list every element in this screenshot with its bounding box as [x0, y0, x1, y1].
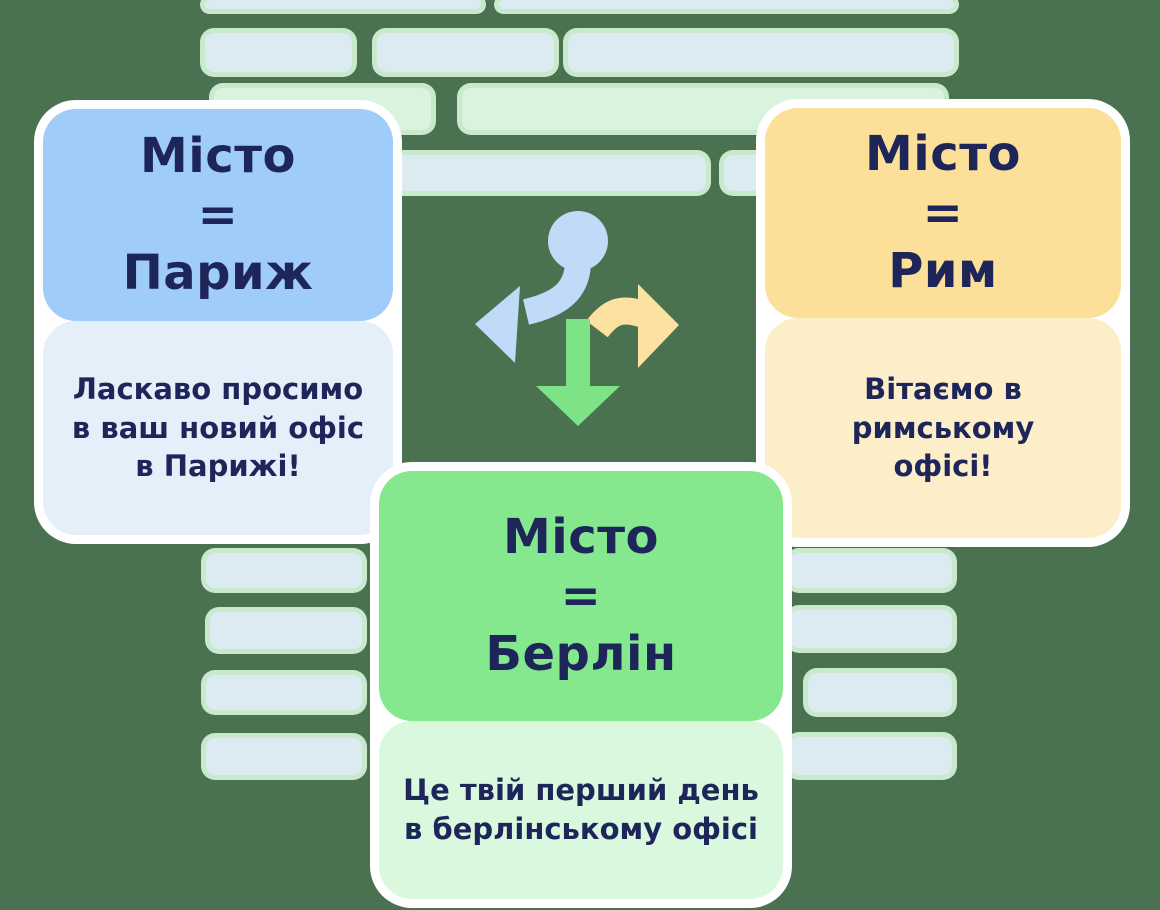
- case-message: Це твій перший день в берлінському офісі: [379, 721, 783, 899]
- case-card-berlin-header: Місто = Берлін: [379, 471, 783, 721]
- blue-left-arrow: [475, 211, 608, 363]
- background-bar: [808, 673, 952, 712]
- case-variable: Місто: [503, 509, 659, 566]
- background-bar: [210, 612, 362, 649]
- case-variable: Місто: [140, 128, 296, 185]
- background-bar: [499, 0, 954, 9]
- yellow-right-arrow: [586, 284, 679, 368]
- background-bar: [206, 738, 362, 775]
- green-down-arrow: [536, 319, 620, 426]
- case-message: Ласкаво просимо в ваш новий офіс в Париж…: [43, 321, 393, 535]
- case-operator: =: [197, 186, 239, 243]
- background-bar: [377, 33, 554, 72]
- background-bar: [790, 553, 952, 588]
- case-value: Париж: [122, 245, 314, 302]
- case-card-paris-header: Місто = Париж: [43, 109, 393, 321]
- case-operator: =: [922, 184, 964, 241]
- case-card-berlin: Місто = Берлін Це твій перший день в бер…: [370, 462, 792, 908]
- background-bar: [205, 0, 481, 9]
- case-value: Берлін: [485, 626, 677, 683]
- branch-arrows-icon: [475, 211, 679, 426]
- case-message: Вітаємо в римському офісі!: [765, 318, 1121, 538]
- case-operator: =: [560, 567, 602, 624]
- case-card-rome: Місто = Рим Вітаємо в римському офісі!: [756, 99, 1130, 547]
- case-value: Рим: [888, 243, 998, 300]
- background-bar: [568, 33, 954, 72]
- background-bar: [790, 610, 952, 648]
- background-bar: [790, 737, 952, 775]
- case-card-paris: Місто = Париж Ласкаво просимо в ваш нови…: [34, 100, 402, 544]
- case-card-rome-header: Місто = Рим: [765, 108, 1121, 318]
- background-bar: [206, 553, 362, 588]
- background-bar: [206, 675, 362, 710]
- background-bar: [205, 33, 352, 72]
- case-variable: Місто: [865, 126, 1021, 183]
